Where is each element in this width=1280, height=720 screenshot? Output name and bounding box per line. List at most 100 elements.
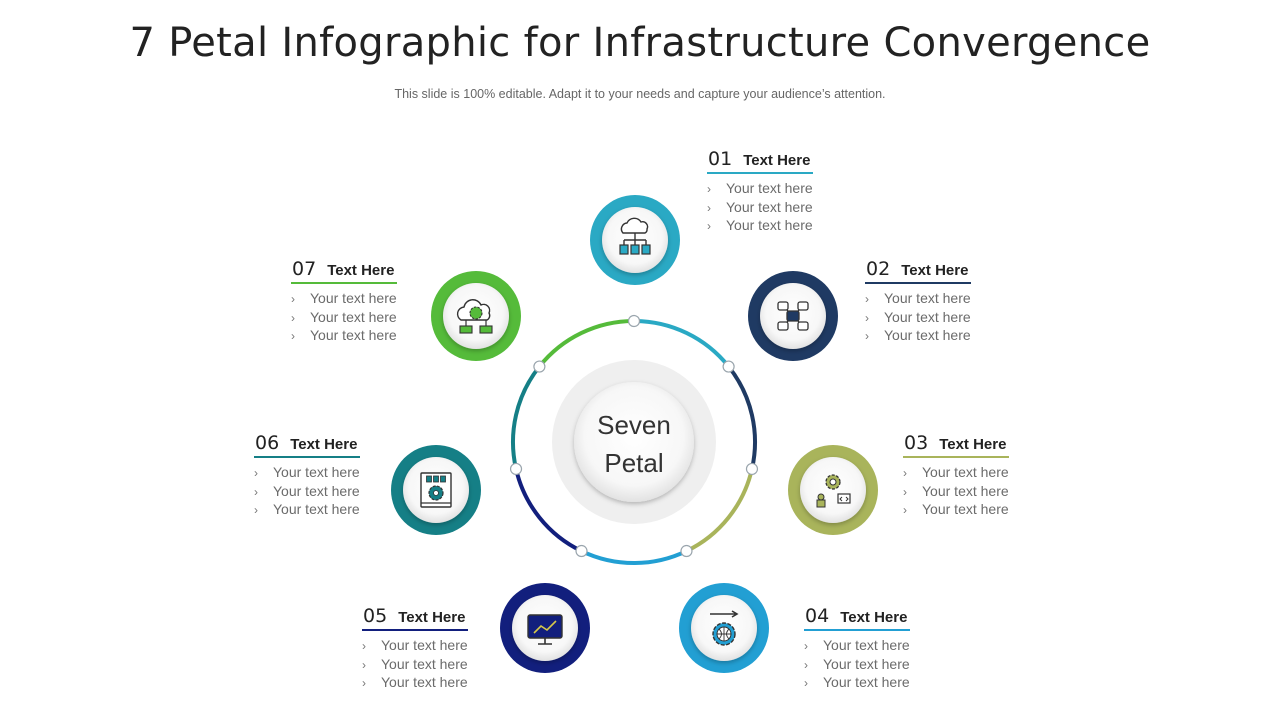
list-item: ›Your text here [804,656,979,675]
petal-heading: 05 Text Here [362,605,469,631]
petal-number: 01 [708,148,733,170]
ring-node-04 [680,544,693,558]
bullet-text: Your text here [273,482,360,499]
bullet-text: Your text here [381,637,468,653]
chevron-right-icon: › [291,292,295,306]
center-inner-disc [574,382,694,502]
ring-segment-04 [580,549,688,565]
petal-02[interactable] [748,271,838,361]
petal-title: Text Here [398,609,466,626]
ring-node-01 [627,314,641,328]
petal-title: Text Here [290,436,358,453]
petal-bullet-list: ›Your text here›Your text here›Your text… [707,180,882,236]
ring-segment-01 [633,319,731,368]
list-item: ›Your text here [362,637,537,656]
petal-title: Text Here [840,609,908,626]
chevron-right-icon: › [707,200,711,215]
bullet-text: Your text here [823,637,910,653]
chevron-right-icon: › [865,329,869,343]
bullet-text: Your text here [310,327,397,343]
bullet-text: Your text here [922,464,1009,480]
ring-segment-03 [685,468,754,553]
chevron-right-icon: › [362,657,366,672]
center-hub: Seven Petal [552,360,716,524]
petal-bullet-list: › Your text here › Your text here › Your text… [865,290,1040,346]
petal-06[interactable] [391,445,481,535]
bullet-text: Your text here [922,482,1009,499]
list-item: › Your text here [291,327,466,346]
chevron-right-icon: › [865,292,869,306]
bullet-text: Your text here [273,464,360,480]
chevron-right-icon: › [707,219,711,233]
list-item: › Your text here [804,637,979,656]
bullet-text: Your text here [310,290,397,306]
page-subtitle: This slide is 100% editable. Adapt it to… [394,87,886,101]
petal-number: 03 [904,432,929,454]
bullet-text: Your text here [884,308,971,325]
petal-05[interactable] [500,583,590,673]
list-item: › Your text here [903,483,1078,502]
bullet-text: Your text here [273,501,360,517]
ring-segment-05 [514,468,583,553]
list-item: › Your text here [865,327,1040,346]
chevron-right-icon: › [804,639,808,653]
bullet-text: Your text here [726,217,813,233]
bullet-text: Your text here [884,327,971,343]
ring-node-03 [745,462,759,476]
petal-bullet-list: ›Your text here›Your text here›Your text… [254,464,429,520]
list-item: › Your text here [254,483,429,502]
chevron-right-icon: › [804,676,808,690]
petal-number: 07 [292,258,317,280]
cloud-network-icon [619,217,651,255]
list-item: › Your text here [707,217,882,236]
center-ring [509,314,759,565]
monitor-chart-icon [527,614,563,645]
petal-circles [391,195,878,673]
petal-number: 02 [866,258,891,280]
bullet-text: Your text here [823,655,910,672]
ring-segment-07 [537,319,635,368]
list-item: ›Your text here [362,674,537,693]
ring-segment-02 [727,365,757,470]
petal-04[interactable] [679,583,769,673]
petal-bullet-list: ›Your text here›Your text here›Your text… [362,637,537,693]
center-label-line2: Petal [604,448,663,478]
petal-03[interactable] [788,445,878,535]
bullet-text: Your text here [884,290,971,306]
petal-heading: 03 Text Here [903,432,1010,458]
petal-number: 04 [805,605,830,627]
petal-01[interactable] [590,195,680,285]
database-network-icon [777,301,809,331]
petal-title: Text Here [939,436,1007,453]
bullet-text: Your text here [726,198,813,215]
globe-gear-arrow-icon [710,610,739,646]
list-item: ›Your text here [903,501,1078,520]
gear-team-code-icon [816,474,851,508]
chevron-right-icon: › [362,676,366,690]
chevron-right-icon: › [254,484,258,499]
petal-number: 05 [363,605,388,627]
list-item: ›Your text here [903,464,1078,483]
cloud-gear-icon [456,299,493,334]
list-item: ›Your text here [254,501,429,520]
petal-disc-03 [800,457,866,523]
list-item: ›Your text here [707,180,882,199]
page-title: 7 Petal Infographic for Infrastructure C… [129,20,1151,66]
petal-07[interactable] [431,271,521,361]
chevron-right-icon: › [291,329,295,343]
petal-label-04: 04 Text Here › Your text here › Your text her… [804,605,979,693]
ring-node-02 [722,360,735,373]
list-item: › Your text here [291,290,466,309]
chevron-right-icon: › [707,182,711,196]
chevron-right-icon: › [865,310,869,325]
list-item: › Your text here [865,290,1040,309]
bullet-text: Your text here [823,674,910,690]
chevron-right-icon: › [903,484,907,499]
